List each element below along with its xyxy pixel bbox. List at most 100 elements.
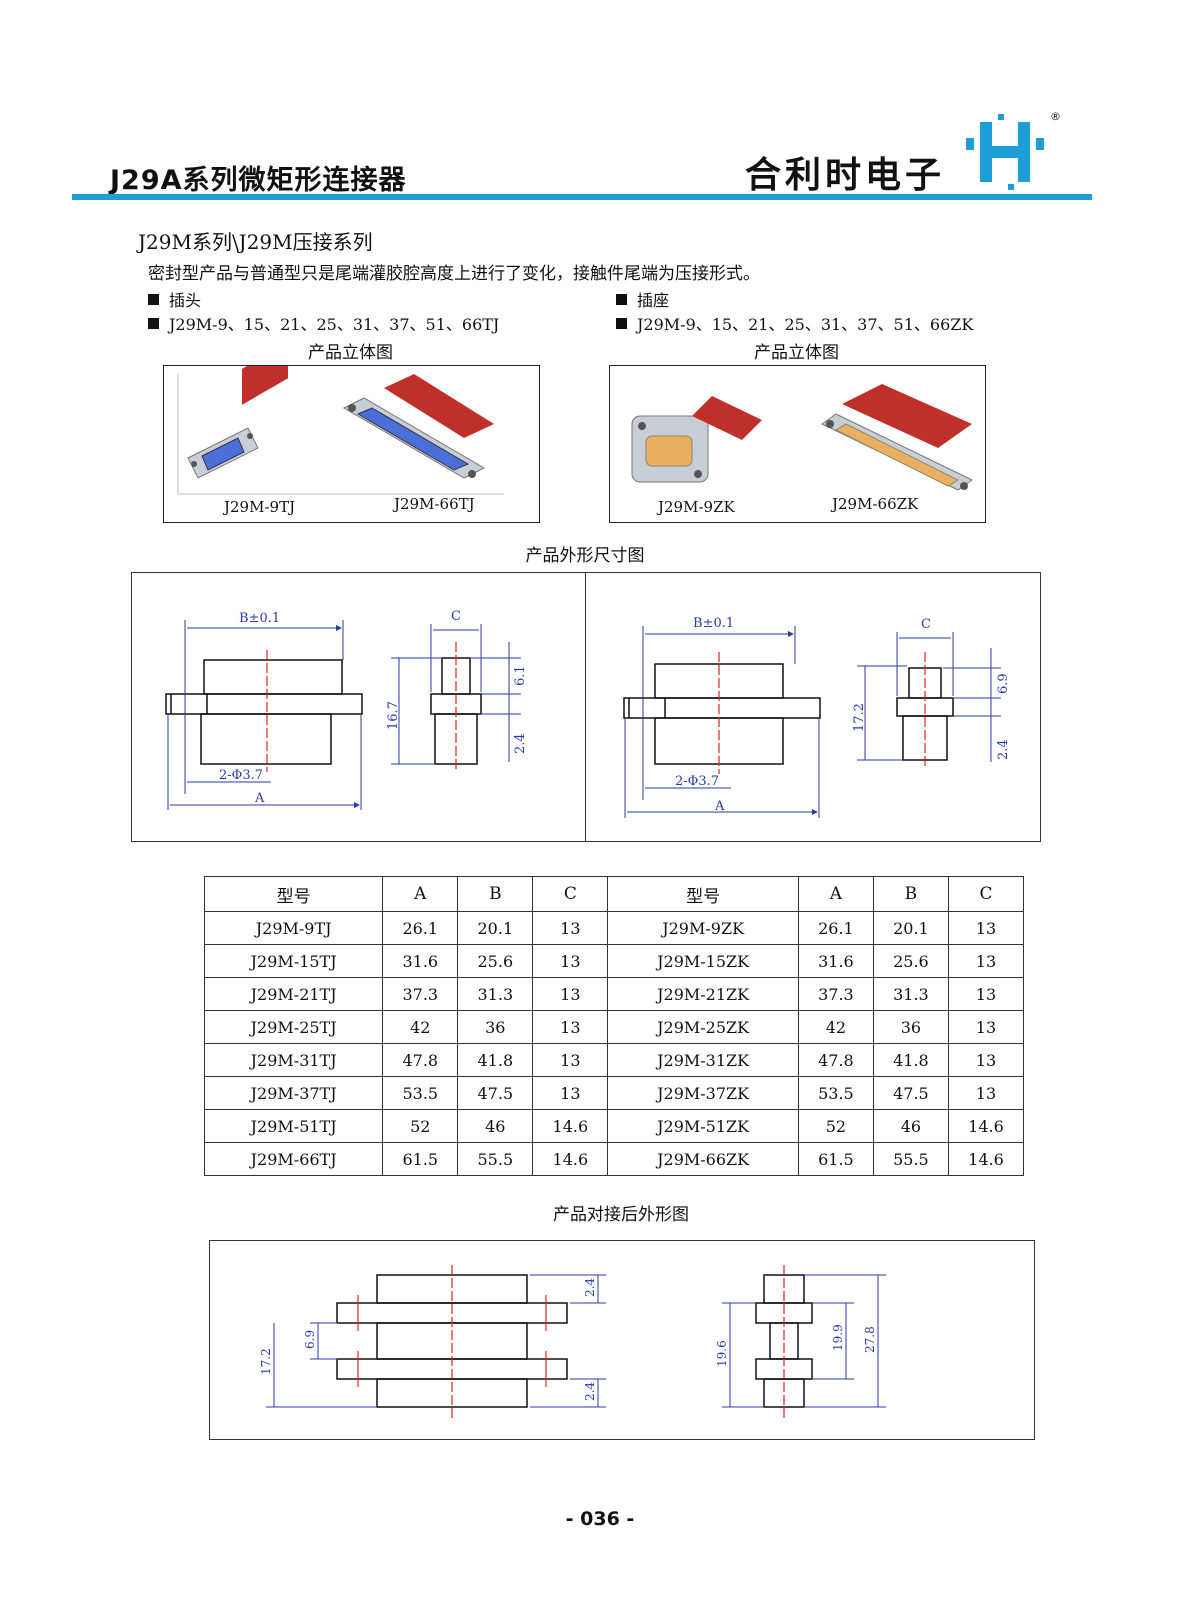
table-cell: 14.6 bbox=[532, 1142, 609, 1176]
table-cell: 26.1 bbox=[797, 911, 874, 945]
socket-type-bullet: 插座 bbox=[616, 287, 669, 311]
bullet-square bbox=[616, 318, 627, 329]
mated-drawing: 2.4 6.9 17.2 2.4 19.6 19.9 27.8 bbox=[259, 1265, 886, 1419]
table-cell: J29M-25ZK bbox=[607, 1010, 799, 1044]
table-cell: 13 bbox=[532, 1076, 609, 1110]
mated-dim-height: 17.2 bbox=[259, 1348, 273, 1375]
table-cell: J29M-66ZK bbox=[607, 1142, 799, 1176]
outline-drawing-frame bbox=[131, 572, 1041, 842]
table-cell: 61.5 bbox=[382, 1142, 459, 1176]
table-cell: 37.3 bbox=[797, 977, 874, 1011]
socket-3d-figure: J29M-9ZK J29M-66ZK bbox=[609, 365, 986, 523]
table-cell: J29M-21ZK bbox=[607, 977, 799, 1011]
col-header: C bbox=[947, 876, 1025, 912]
table-cell: J29M-31TJ bbox=[203, 1043, 384, 1077]
table-cell: 53.5 bbox=[382, 1076, 459, 1110]
mated-caption: 产品对接后外形图 bbox=[553, 1205, 689, 1225]
plug-3d-illustration: J29M-9TJ J29M-66TJ bbox=[177, 342, 504, 516]
plug-c-label: C bbox=[451, 609, 461, 624]
table-cell: 46 bbox=[872, 1109, 949, 1143]
table-cell: 41.8 bbox=[872, 1043, 949, 1077]
table-cell: J29M-37ZK bbox=[607, 1076, 799, 1110]
mated-side-dim-2: 19.9 bbox=[831, 1324, 845, 1351]
socket-a-label: A bbox=[714, 799, 725, 814]
table-cell: J29M-31ZK bbox=[607, 1043, 799, 1077]
table-cell: J29M-21TJ bbox=[203, 977, 384, 1011]
table-cell: 41.8 bbox=[457, 1043, 534, 1077]
table-cell: 61.5 bbox=[797, 1142, 874, 1176]
table-cell: J29M-9ZK bbox=[607, 911, 799, 945]
socket-label-9: J29M-9ZK bbox=[656, 498, 735, 516]
table-cell: 13 bbox=[947, 977, 1025, 1011]
table-cell: 13 bbox=[532, 977, 609, 1011]
table-cell: 47.5 bbox=[872, 1076, 949, 1110]
table-cell: 47.5 bbox=[457, 1076, 534, 1110]
col-header: C bbox=[532, 876, 609, 912]
table-cell: 53.5 bbox=[797, 1076, 874, 1110]
table-header-row: 型号 A B C 型号 A B C bbox=[203, 876, 1025, 912]
col-header: A bbox=[382, 876, 459, 912]
table-cell: 14.6 bbox=[947, 1142, 1025, 1176]
table-cell: 55.5 bbox=[872, 1142, 949, 1176]
col-header: B bbox=[457, 876, 534, 912]
table-cell: 42 bbox=[382, 1010, 459, 1044]
mated-side-dim-1: 19.6 bbox=[715, 1340, 729, 1367]
plug-a-label: A bbox=[254, 791, 265, 806]
plug-label-9: J29M-9TJ bbox=[222, 498, 295, 516]
registered-mark: ® bbox=[1050, 110, 1061, 123]
table-cell: 13 bbox=[532, 911, 609, 945]
socket-b-label: B±0.1 bbox=[693, 616, 734, 631]
section-intro: 密封型产品与普通型只是尾端灌胶腔高度上进行了变化，接触件尾端为压接形式。 bbox=[148, 264, 760, 284]
socket-3d-illustration: J29M-9ZK J29M-66ZK bbox=[631, 384, 973, 516]
table-cell: 13 bbox=[947, 1043, 1025, 1077]
table-cell: 47.8 bbox=[797, 1043, 874, 1077]
section-title: J29M系列\J29M压接系列 bbox=[138, 230, 373, 254]
table-cell: 55.5 bbox=[457, 1142, 534, 1176]
mated-side-dim-3: 27.8 bbox=[863, 1326, 877, 1353]
mated-dim-bottom: 2.4 bbox=[583, 1382, 597, 1401]
plug-height-label: 16.7 bbox=[386, 701, 401, 730]
table-cell: J29M-9TJ bbox=[203, 911, 384, 945]
plug-bottom-label: 2.4 bbox=[513, 733, 528, 754]
table-cell: 42 bbox=[797, 1010, 874, 1044]
table-cell: 20.1 bbox=[457, 911, 534, 945]
table-cell: 31.6 bbox=[797, 944, 874, 978]
plug-type-label: 插头 bbox=[169, 291, 202, 310]
plug-label-66: J29M-66TJ bbox=[392, 495, 475, 513]
table-cell: J29M-25TJ bbox=[203, 1010, 384, 1044]
table-cell: 14.6 bbox=[532, 1109, 609, 1143]
mated-dim-top: 2.4 bbox=[583, 1278, 597, 1297]
socket-3d-caption: 产品立体图 bbox=[754, 343, 839, 363]
plug-top-label: 6.1 bbox=[513, 665, 528, 686]
company-logo bbox=[966, 114, 1044, 190]
table-cell: 13 bbox=[532, 944, 609, 978]
table-cell: J29M-66TJ bbox=[203, 1142, 384, 1176]
table-cell: 46 bbox=[457, 1109, 534, 1143]
table-cell: 52 bbox=[382, 1109, 459, 1143]
socket-type-label: 插座 bbox=[637, 291, 670, 310]
table-cell: 14.6 bbox=[947, 1109, 1025, 1143]
plug-3d-figure: J29M-9TJ J29M-66TJ bbox=[163, 342, 540, 523]
col-header: 型号 bbox=[607, 876, 799, 912]
table-cell: 47.8 bbox=[382, 1043, 459, 1077]
table-cell: 31.3 bbox=[872, 977, 949, 1011]
col-header: A bbox=[797, 876, 874, 912]
table-cell: 36 bbox=[872, 1010, 949, 1044]
outline-drawing: B±0.1 A 2-Φ3.7 C 16.7 6.1 2.4 B±0.1 A 2-… bbox=[165, 609, 1011, 818]
mated-dim-gap: 6.9 bbox=[303, 1330, 317, 1349]
table-cell: 13 bbox=[947, 1010, 1025, 1044]
table-cell: 13 bbox=[947, 944, 1025, 978]
table-cell: J29M-37TJ bbox=[203, 1076, 384, 1110]
table-cell: 25.6 bbox=[872, 944, 949, 978]
bullet-square bbox=[616, 294, 627, 305]
plug-front-view bbox=[165, 659, 363, 765]
table-cell: 20.1 bbox=[872, 911, 949, 945]
mated-drawing-frame: 2.4 6.9 17.2 2.4 19.6 19.9 27.8 bbox=[209, 1240, 1035, 1440]
